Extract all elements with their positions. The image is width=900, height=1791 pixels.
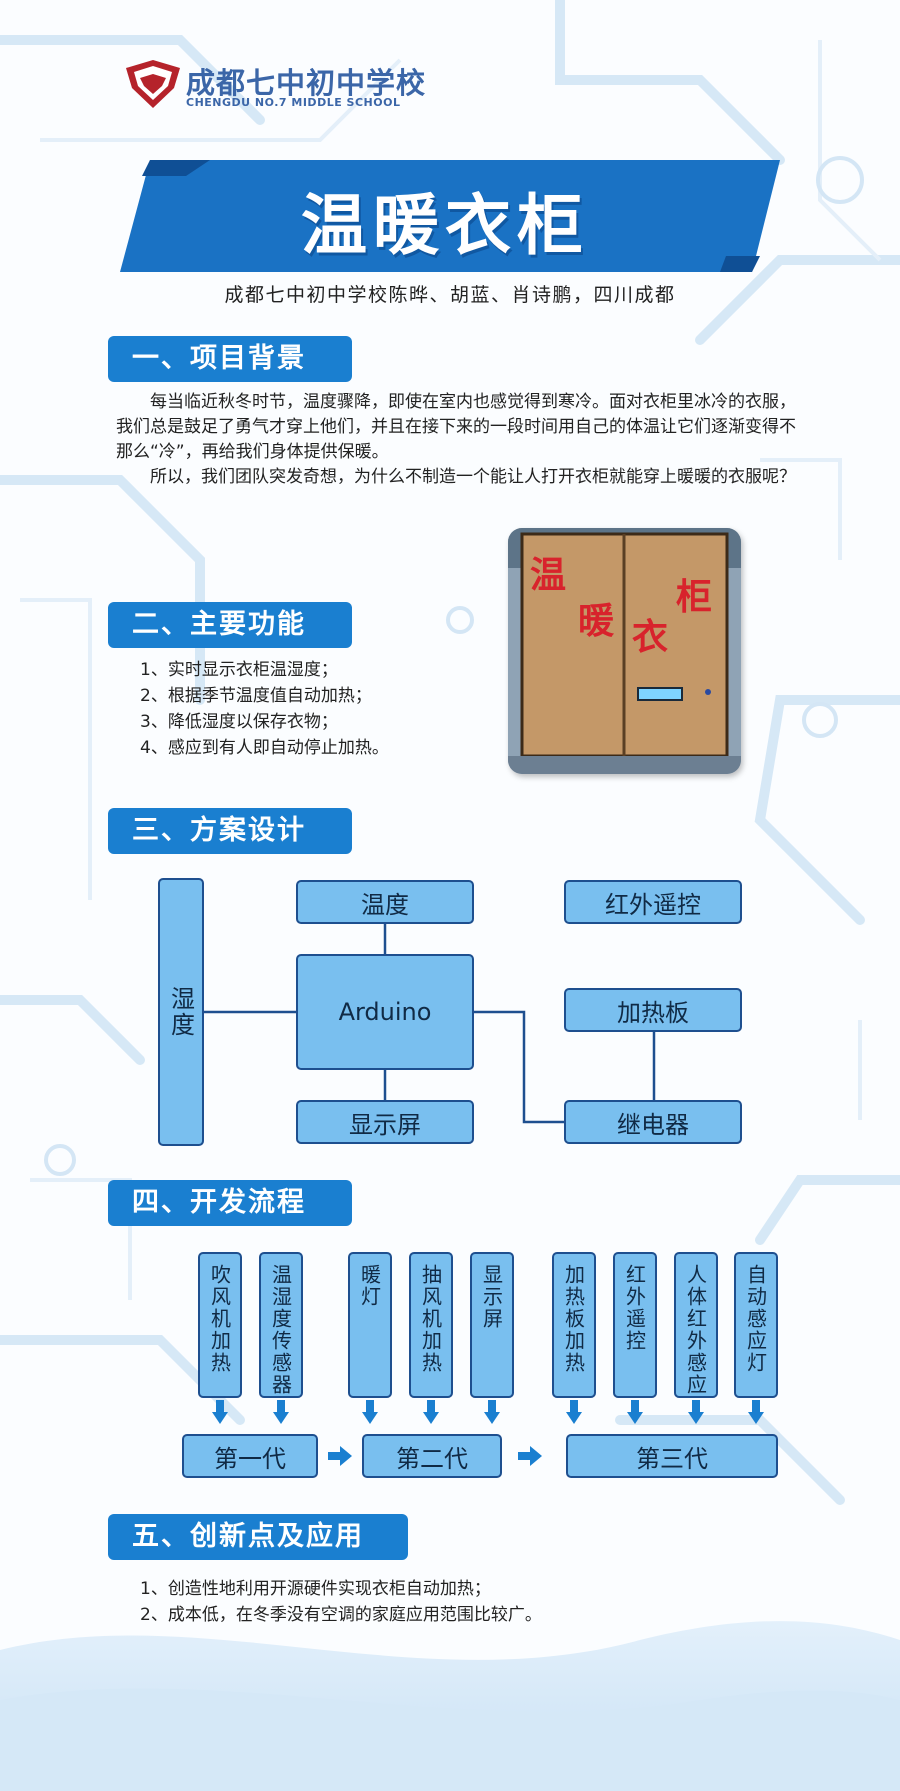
- humidity-label: 湿度: [166, 986, 195, 1038]
- process-item: 抽风机加热: [409, 1252, 453, 1398]
- list-item: 1、创造性地利用开源硬件实现衣柜自动加热；: [140, 1579, 491, 1599]
- list-item: 2、根据季节温度值自动加热；: [140, 686, 372, 706]
- humidity-box: 湿度: [158, 878, 204, 1146]
- generation-3-box: 第三代: [566, 1434, 778, 1478]
- process-item: 显示屏: [470, 1252, 514, 1398]
- list-item: 2、成本低，在冬季没有空调的家庭应用范围比较广。: [140, 1605, 542, 1625]
- process-item: 加热板加热: [552, 1252, 596, 1398]
- generation-1-box: 第一代: [182, 1434, 318, 1478]
- authors-line: 成都七中初中学校陈晔、胡蓝、肖诗鹏，四川成都: [224, 284, 676, 306]
- heater-box: 加热板: [564, 988, 742, 1032]
- process-item: 吹风机加热: [198, 1252, 242, 1398]
- arduino-box: Arduino: [296, 954, 474, 1070]
- generation-2-box: 第二代: [362, 1434, 502, 1478]
- list-item: 3、降低湿度以保存衣物；: [140, 712, 338, 732]
- cabinet-char: 柜: [676, 576, 713, 618]
- functions-list: 1、实时显示衣柜温湿度； 2、根据季节温度值自动加热； 3、降低湿度以保存衣物；…: [140, 657, 389, 761]
- cabinet-char: 衣: [632, 616, 669, 658]
- cabinet-char: 温: [530, 554, 567, 596]
- process-item: 暖灯: [348, 1252, 392, 1398]
- wardrobe-photo: 温 暖 衣 柜: [508, 528, 741, 774]
- process-item: 人体红外感应: [674, 1252, 718, 1398]
- school-name: 成都七中初中学校: [186, 66, 427, 100]
- background-text: 每当临近秋冬时节，温度骤降，即使在室内也感觉得到寒冷。面对衣柜里冰冷的衣服，我们…: [116, 390, 796, 490]
- cabinet-char: 暖: [578, 600, 615, 642]
- section-heading-innovation: 五、创新点及应用: [108, 1514, 408, 1560]
- poster-title: 温暖衣柜: [301, 187, 589, 264]
- section-heading-functions: 二、主要功能: [108, 602, 352, 648]
- process-item: 温湿度传感器: [259, 1252, 303, 1398]
- process-item: 红外遥控: [613, 1252, 657, 1398]
- title-banner: [120, 160, 780, 272]
- school-logo-icon: [126, 60, 180, 108]
- process-item: 自动感应灯: [734, 1252, 778, 1398]
- display-box: 显示屏: [296, 1100, 474, 1144]
- school-name-english: CHENGDU NO.7 MIDDLE SCHOOL: [186, 96, 401, 109]
- background-paragraph: 每当临近秋冬时节，温度骤降，即使在室内也感觉得到寒冷。面对衣柜里冰冷的衣服，我们…: [116, 392, 796, 462]
- section-heading-process: 四、开发流程: [108, 1180, 352, 1226]
- section-heading-design: 三、方案设计: [108, 808, 352, 854]
- list-item: 4、感应到有人即自动停止加热。: [140, 738, 389, 758]
- section-heading-background: 一、项目背景: [108, 336, 352, 382]
- relay-box: 继电器: [564, 1100, 742, 1144]
- temperature-box: 温度: [296, 880, 474, 924]
- innovation-list: 1、创造性地利用开源硬件实现衣柜自动加热； 2、成本低，在冬季没有空调的家庭应用…: [140, 1576, 542, 1628]
- background-paragraph: 所以，我们团队突发奇想，为什么不制造一个能让人打开衣柜就能穿上暖暖的衣服呢？: [150, 467, 796, 487]
- list-item: 1、实时显示衣柜温湿度；: [140, 660, 338, 680]
- infrared-remote-box: 红外遥控: [564, 880, 742, 924]
